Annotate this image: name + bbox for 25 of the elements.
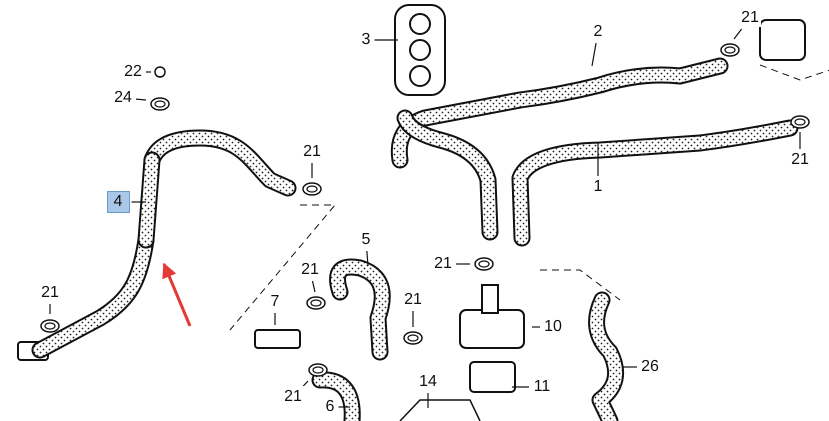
arrow: [162, 262, 192, 327]
leader-line: [146, 71, 151, 73]
leader-line: [597, 142, 599, 176]
leader-line: [532, 326, 540, 328]
leader-line: [312, 280, 316, 292]
leader-line: [366, 250, 369, 266]
leader-line: [512, 386, 529, 388]
hose-drawing: [138, 152, 160, 248]
leader-line: [136, 98, 146, 101]
leader-line: [412, 311, 414, 327]
callout-number: 21: [739, 9, 761, 27]
leader-line: [132, 201, 146, 203]
leader-line: [374, 39, 398, 41]
leader-line: [302, 380, 308, 386]
leader-line: [338, 406, 350, 408]
leader-line: [799, 132, 801, 149]
leader-line: [427, 393, 429, 408]
leader-line: [456, 263, 470, 265]
callout-number: 4: [106, 191, 130, 213]
leader-line: [49, 304, 51, 314]
leader-line: [734, 28, 742, 40]
leader-line: [274, 313, 276, 325]
leader-line: [311, 163, 313, 178]
leader-line: [622, 366, 637, 368]
leader-line: [591, 42, 597, 66]
